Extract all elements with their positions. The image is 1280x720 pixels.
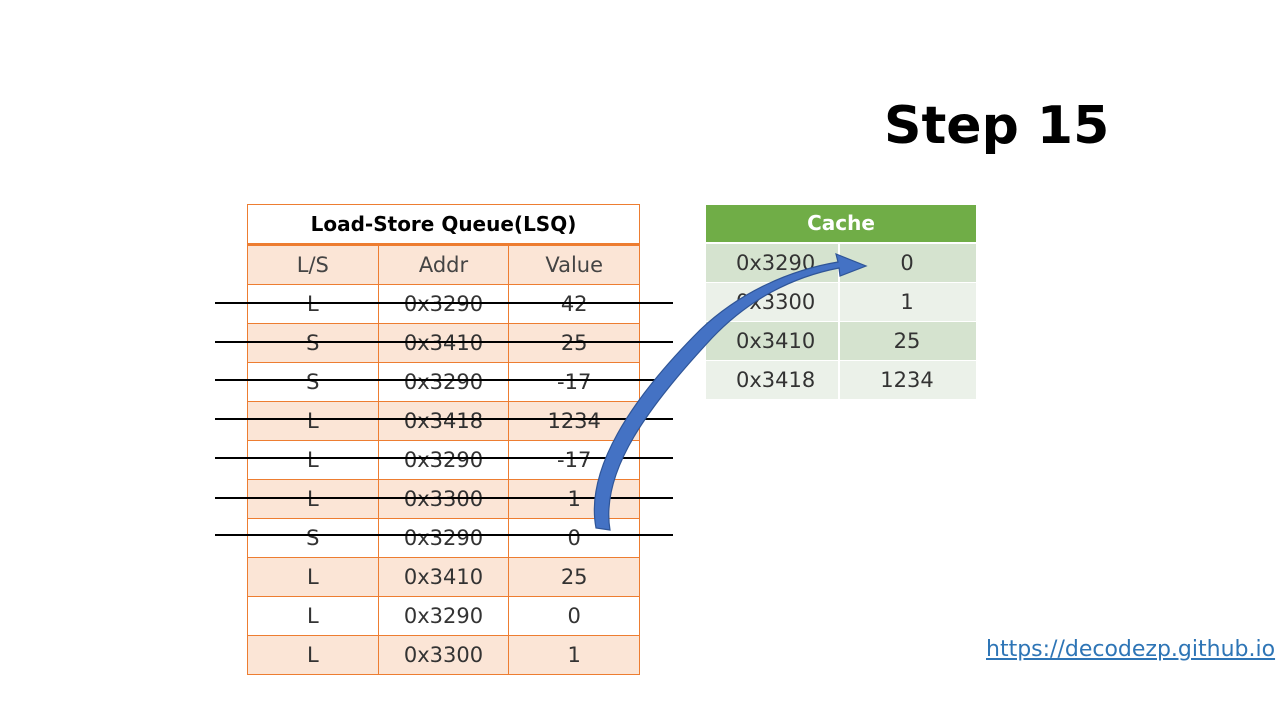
cache-row: 0x3300 1 (706, 283, 976, 322)
cache-cell-addr: 0x3418 (706, 361, 840, 399)
cache-cell-addr: 0x3300 (706, 283, 840, 321)
cache-title: Cache (706, 205, 976, 244)
lsq-row: L 0x3410 25 (247, 558, 641, 597)
step-title: Step 15 (884, 96, 1110, 156)
lsq-row: L 0x3290 -17 (247, 441, 641, 480)
lsq-cell-addr: 0x3290 (379, 441, 510, 479)
lsq-cell-addr: 0x3290 (379, 285, 510, 323)
lsq-cell-ls: S (248, 519, 379, 557)
cache-cell-value: 1 (900, 290, 914, 314)
lsq-cell-ls: L (248, 285, 379, 323)
lsq-cell-addr: 0x3290 (379, 597, 510, 635)
strike-line (215, 418, 673, 420)
strike-line (215, 534, 673, 536)
lsq-row: L 0x3290 0 (247, 597, 641, 636)
strike-line (215, 379, 673, 381)
lsq-cell-ls: L (248, 441, 379, 479)
lsq-cell-addr: 0x3300 (379, 636, 510, 674)
lsq-row: L 0x3290 42 (247, 285, 641, 324)
lsq-title: Load-Store Queue(LSQ) (247, 204, 640, 246)
cache-table: Cache 0x3290 0 0x3300 1 0x3410 25 0x3418… (706, 205, 976, 400)
lsq-header-value: Value (509, 246, 641, 284)
cache-cell-addr: 0x3410 (706, 322, 840, 360)
lsq-cell-addr: 0x3410 (379, 324, 510, 362)
lsq-cell-value: 1 (509, 480, 641, 518)
cache-cell-addr: 0x3290 (706, 244, 840, 282)
lsq-header-row: L/S Addr Value (247, 246, 641, 285)
cache-cell-value: 1234 (880, 368, 934, 392)
lsq-cell-value: -17 (509, 363, 641, 401)
site-link[interactable]: https://decodezp.github.io (986, 637, 1276, 662)
lsq-cell-ls: L (248, 636, 379, 674)
cache-row: 0x3290 0 (706, 244, 976, 283)
lsq-cell-value: 0 (509, 597, 641, 635)
lsq-cell-addr: 0x3410 (379, 558, 510, 596)
lsq-table: Load-Store Queue(LSQ) L/S Addr Value L 0… (247, 204, 641, 675)
lsq-header-addr: Addr (379, 246, 510, 284)
lsq-row: L 0x3418 1234 (247, 402, 641, 441)
lsq-row: S 0x3290 -17 (247, 363, 641, 402)
lsq-cell-addr: 0x3418 (379, 402, 510, 440)
lsq-cell-value: 1 (509, 636, 641, 674)
lsq-cell-value: 0 (509, 519, 641, 557)
lsq-cell-ls: L (248, 558, 379, 596)
lsq-row: S 0x3410 25 (247, 324, 641, 363)
cache-cell-value: 0 (900, 251, 914, 275)
cache-row: 0x3410 25 (706, 322, 976, 361)
strike-line (215, 497, 673, 499)
lsq-row: L 0x3300 1 (247, 480, 641, 519)
lsq-row: L 0x3300 1 (247, 636, 641, 675)
cache-cell-value: 25 (893, 329, 921, 353)
lsq-cell-value: -17 (509, 441, 641, 479)
lsq-cell-addr: 0x3290 (379, 519, 510, 557)
lsq-cell-value: 1234 (509, 402, 641, 440)
cache-row: 0x3418 1234 (706, 361, 976, 400)
lsq-cell-addr: 0x3290 (379, 363, 510, 401)
lsq-cell-ls: L (248, 480, 379, 518)
strike-line (215, 457, 673, 459)
lsq-cell-ls: S (248, 324, 379, 362)
strike-line (215, 302, 673, 304)
lsq-cell-ls: L (248, 402, 379, 440)
lsq-cell-value: 25 (509, 558, 641, 596)
lsq-cell-value: 25 (509, 324, 641, 362)
strike-line (215, 341, 673, 343)
lsq-cell-ls: L (248, 597, 379, 635)
lsq-cell-ls: S (248, 363, 379, 401)
lsq-cell-addr: 0x3300 (379, 480, 510, 518)
lsq-cell-value: 42 (509, 285, 641, 323)
lsq-row: S 0x3290 0 (247, 519, 641, 558)
lsq-header-ls: L/S (248, 246, 379, 284)
